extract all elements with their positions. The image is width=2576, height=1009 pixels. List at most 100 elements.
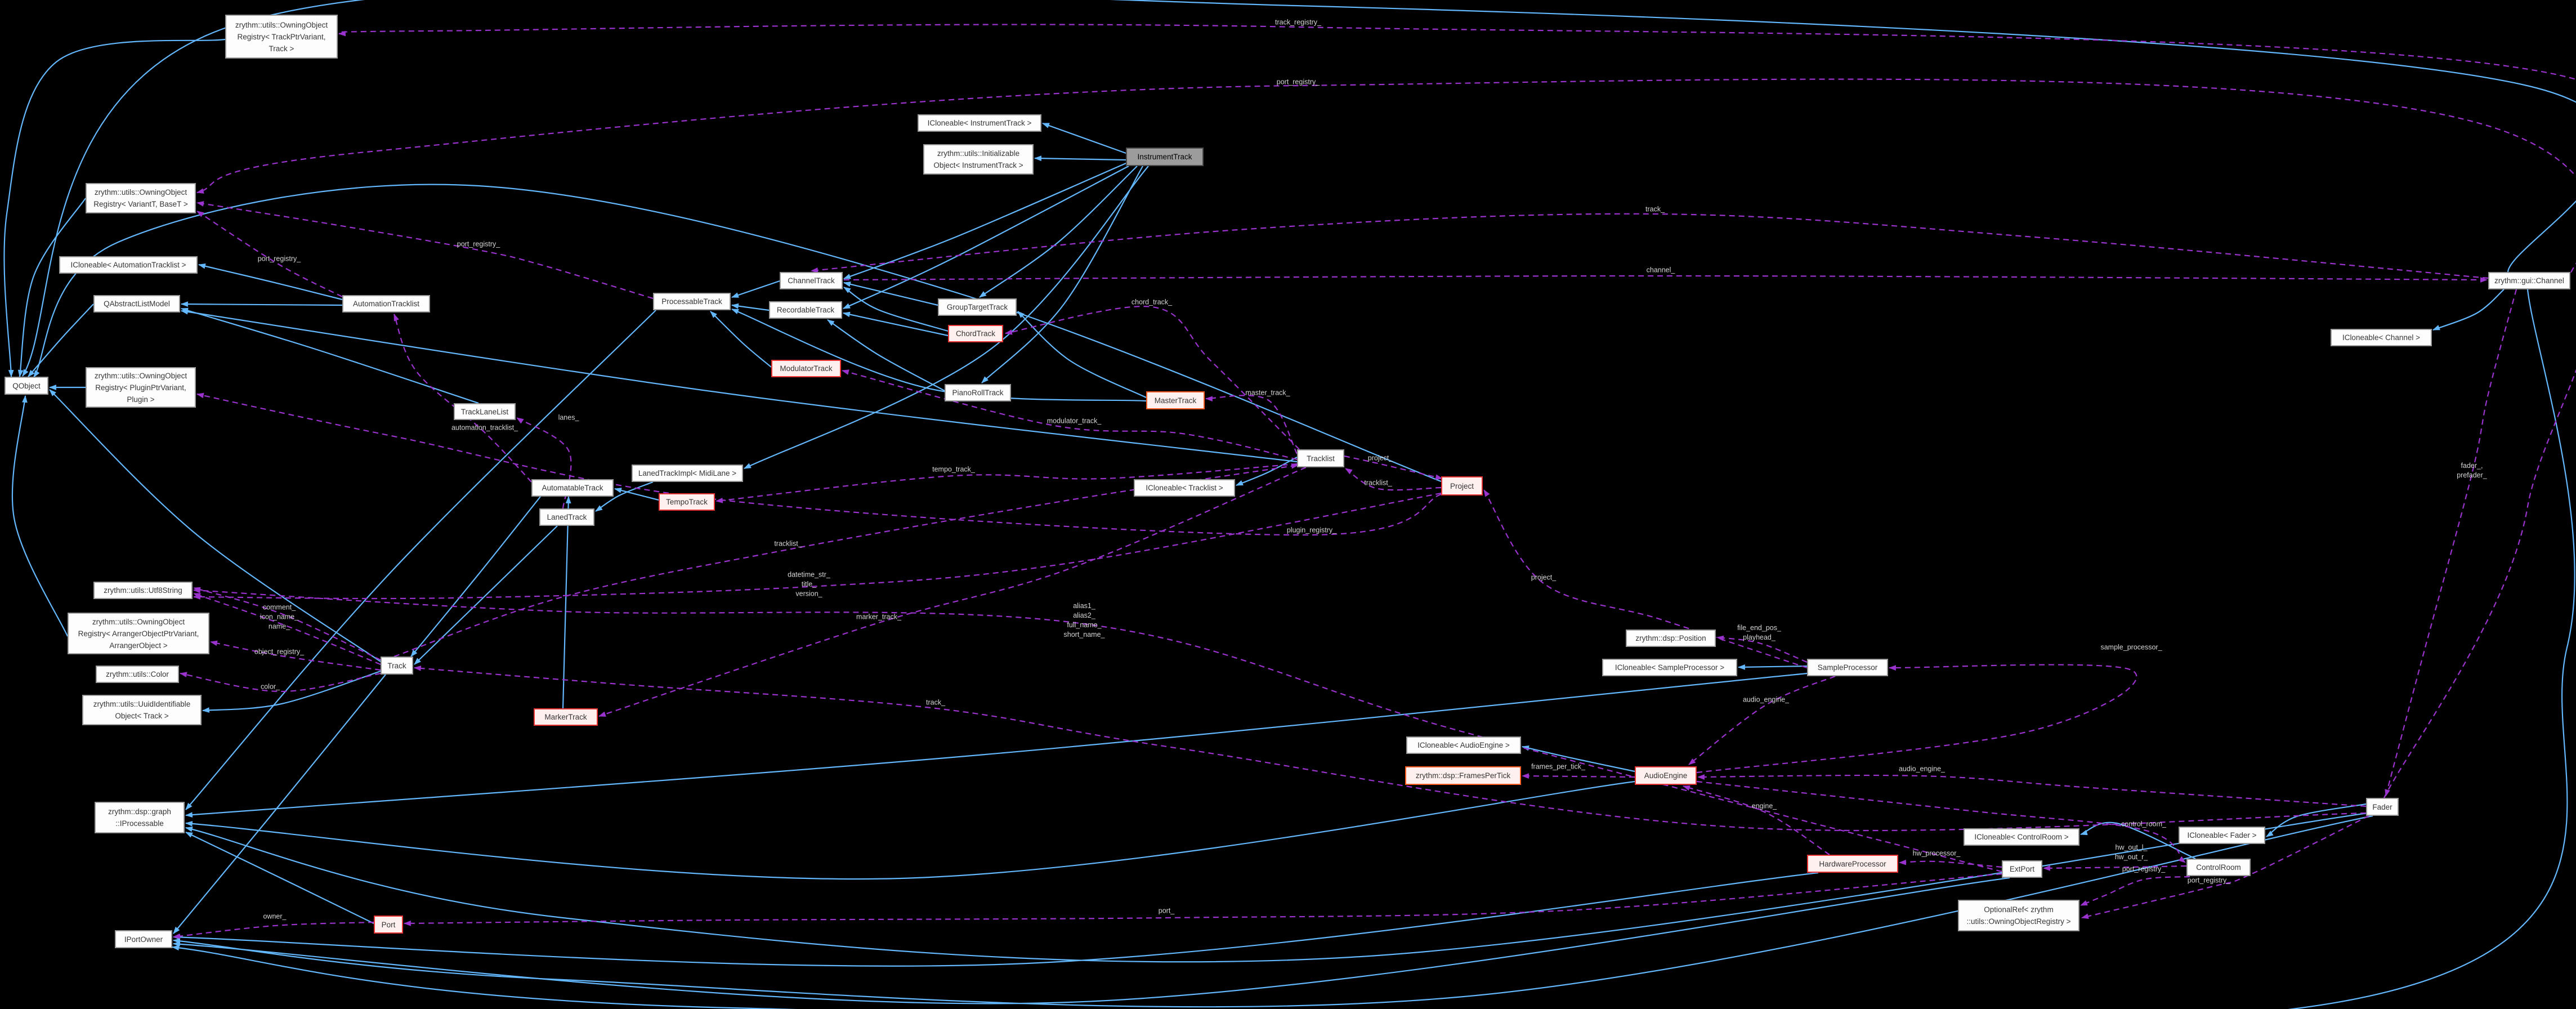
edge-label-frames-per-tick-: frames_per_tick_ bbox=[1531, 762, 1585, 771]
edge-inherit-18 bbox=[410, 496, 541, 657]
node-controlroom[interactable]: ControlRoom bbox=[2186, 859, 2251, 876]
node-utf8string[interactable]: zrythm::utils::Utf8String bbox=[93, 582, 193, 599]
edge-label-color-: color_ bbox=[260, 682, 280, 691]
node-grouptargettrack[interactable]: GroupTargetTrack bbox=[938, 298, 1017, 316]
node-gui-channel[interactable]: zrythm::gui::Channel bbox=[2488, 272, 2570, 289]
edge-inherit-10 bbox=[843, 287, 949, 332]
node-pianorolltrack[interactable]: PianoRollTrack bbox=[945, 384, 1011, 401]
edge-label-track-: track_ bbox=[1645, 205, 1665, 213]
node-modulatortrack[interactable]: ModulatorTrack bbox=[771, 360, 841, 377]
edge-usage-72 bbox=[1697, 774, 2367, 807]
edge-inherit-44 bbox=[22, 0, 2576, 377]
edge-usage-71 bbox=[1688, 675, 1836, 765]
edge-usage-69 bbox=[1716, 635, 1808, 663]
edge-inherit-1 bbox=[1034, 155, 1126, 162]
node-automationtracklist[interactable]: AutomationTracklist bbox=[342, 295, 430, 312]
edge-inherit-32 bbox=[185, 780, 1635, 880]
edge-inherit-11 bbox=[842, 311, 949, 337]
edge-usage-58 bbox=[598, 466, 1307, 717]
edge-label-tempo-track-: tempo_track_ bbox=[932, 465, 975, 474]
node-project[interactable]: Project bbox=[1441, 476, 1483, 495]
edge-inherit-6 bbox=[744, 166, 1149, 469]
edge-inherit-43 bbox=[11, 395, 69, 637]
node-automatabletrack[interactable]: AutomatableTrack bbox=[531, 479, 614, 497]
edge-usage-50 bbox=[328, 24, 2576, 282]
node-tracklist[interactable]: Tracklist bbox=[1297, 449, 1344, 467]
edge-inherit-7 bbox=[731, 280, 780, 298]
edge-inherit-28 bbox=[180, 309, 1298, 463]
edge-label-engine-: engine_ bbox=[1751, 802, 1777, 810]
edge-inherit-27 bbox=[1235, 457, 1298, 486]
edge-label-datetime-str-: datetime_str_ title_ version_ bbox=[788, 570, 830, 598]
edge-inherit-5 bbox=[981, 166, 1143, 383]
node-sampleprocessor[interactable]: SampleProcessor bbox=[1807, 659, 1888, 676]
node-icloneable-controlroom[interactable]: ICloneable< ControlRoom > bbox=[1964, 828, 2079, 846]
edge-usage-67 bbox=[209, 640, 381, 671]
edge-label-control-room-: control_room_ bbox=[2121, 820, 2166, 828]
node-tempotrack[interactable]: TempoTrack bbox=[659, 493, 715, 511]
node-iportowner[interactable]: IPortOwner bbox=[115, 930, 172, 948]
edge-usage-85 bbox=[196, 201, 654, 300]
node-icloneable-audioengine[interactable]: ICloneable< AudioEngine > bbox=[1406, 736, 1521, 754]
edge-usage-75 bbox=[1696, 780, 2186, 863]
node-owning-registry-track[interactable]: zrythm::utils::OwningObject Registry< Tr… bbox=[225, 15, 338, 59]
node-dsp-position[interactable]: zrythm::dsp::Position bbox=[1626, 629, 1716, 647]
node-instrumenttrack[interactable]: InstrumentTrack bbox=[1126, 148, 1204, 166]
edge-label-port-registry-: port_registry_ bbox=[2187, 876, 2231, 885]
node-icloneable-sampleprocessor[interactable]: ICloneable< SampleProcessor > bbox=[1602, 659, 1737, 676]
node-qobject[interactable]: QObject bbox=[5, 377, 48, 395]
node-track[interactable]: Track bbox=[381, 657, 413, 675]
node-icloneable-channel[interactable]: ICloneable< Channel > bbox=[2331, 329, 2432, 346]
edge-inherit-12 bbox=[1017, 311, 1147, 398]
edge-usage-53 bbox=[843, 275, 2488, 283]
edge-usage-60 bbox=[1344, 455, 1443, 480]
edge-usage-70 bbox=[1696, 664, 2137, 774]
edge-usage-66 bbox=[193, 592, 381, 666]
edge-inherit-36 bbox=[172, 815, 2373, 1008]
node-owning-registry-arrangerobject[interactable]: zrythm::utils::OwningObject Registry< Ar… bbox=[68, 613, 209, 654]
node-optionalref-owningobjectregistry[interactable]: OptionalRef< zrythm ::utils::OwningObjec… bbox=[1958, 900, 2079, 931]
node-icloneable-fader[interactable]: ICloneable< Fader > bbox=[2179, 827, 2265, 844]
edge-usage-62 bbox=[196, 392, 1442, 536]
node-extport[interactable]: ExtPort bbox=[2002, 860, 2042, 878]
node-icloneable-tracklist[interactable]: ICloneable< Tracklist > bbox=[1134, 479, 1235, 497]
node-utils-color[interactable]: zrythm::utils::Color bbox=[96, 666, 179, 683]
edge-inherit-19 bbox=[414, 525, 558, 665]
node-recordabletrack[interactable]: RecordableTrack bbox=[769, 301, 842, 319]
node-chordtrack[interactable]: ChordTrack bbox=[948, 325, 1003, 342]
node-lanedtrack[interactable]: LanedTrack bbox=[539, 508, 594, 526]
edge-label-channel-: channel_ bbox=[1646, 266, 1675, 274]
node-channeltrack[interactable]: ChannelTrack bbox=[780, 272, 843, 289]
edge-inherit-25 bbox=[180, 301, 343, 307]
node-fader[interactable]: Fader bbox=[2366, 798, 2399, 816]
node-icloneable-automationtracklist[interactable]: ICloneable< AutomationTracklist > bbox=[59, 256, 198, 274]
node-uuid-identifiable-object-track[interactable]: zrythm::utils::UuidIdentifiable Object< … bbox=[82, 695, 202, 725]
node-dsp-graph-iprocessable[interactable]: zrythm::dsp::graph ::IProcessable bbox=[95, 802, 185, 833]
node-port[interactable]: Port bbox=[374, 916, 403, 934]
edge-inherit-16 bbox=[614, 488, 659, 501]
edge-label-hw-processor-: hw_processor_ bbox=[1912, 849, 1961, 858]
node-tracklanelist[interactable]: TrackLaneList bbox=[454, 403, 516, 420]
node-qabstractlistmodel[interactable]: QAbstractListModel bbox=[93, 295, 180, 312]
node-initializable-object-instrumenttrack[interactable]: zrythm::utils::Initializable Object< Ins… bbox=[923, 144, 1034, 175]
edge-usage-52 bbox=[810, 213, 2489, 279]
node-hardwareprocessor[interactable]: HardwareProcessor bbox=[1807, 855, 1898, 873]
edge-usage-51 bbox=[196, 78, 2576, 798]
edge-inherit-2 bbox=[843, 162, 1126, 280]
edge-inherit-24 bbox=[198, 263, 343, 301]
edge-label-track-: track_ bbox=[925, 698, 946, 707]
node-owning-registry-variantt[interactable]: zrythm::utils::OwningObject Registry< Va… bbox=[86, 183, 196, 213]
edge-usage-74 bbox=[1682, 785, 1830, 855]
edge-usage-73 bbox=[1521, 773, 1635, 779]
node-audioengine[interactable]: AudioEngine bbox=[1635, 766, 1697, 785]
node-owning-registry-plugin[interactable]: zrythm::utils::OwningObject Registry< Pl… bbox=[86, 367, 196, 408]
edge-inherit-42 bbox=[3, 38, 226, 378]
node-markertrack[interactable]: MarkerTrack bbox=[534, 708, 598, 726]
node-processabletrack[interactable]: ProcessableTrack bbox=[653, 293, 731, 310]
node-dsp-framespertick[interactable]: zrythm::dsp::FramesPerTick bbox=[1405, 766, 1521, 785]
node-icloneable-instrumenttrack[interactable]: ICloneable< InstrumentTrack > bbox=[918, 114, 1041, 132]
edge-usage-54 bbox=[1004, 306, 1300, 450]
node-mastertrack[interactable]: MasterTrack bbox=[1146, 391, 1205, 409]
edge-inherit-13 bbox=[731, 308, 1147, 402]
node-lanedtrackimpl-midilane[interactable]: LanedTrackImpl< MidiLane > bbox=[632, 465, 743, 482]
